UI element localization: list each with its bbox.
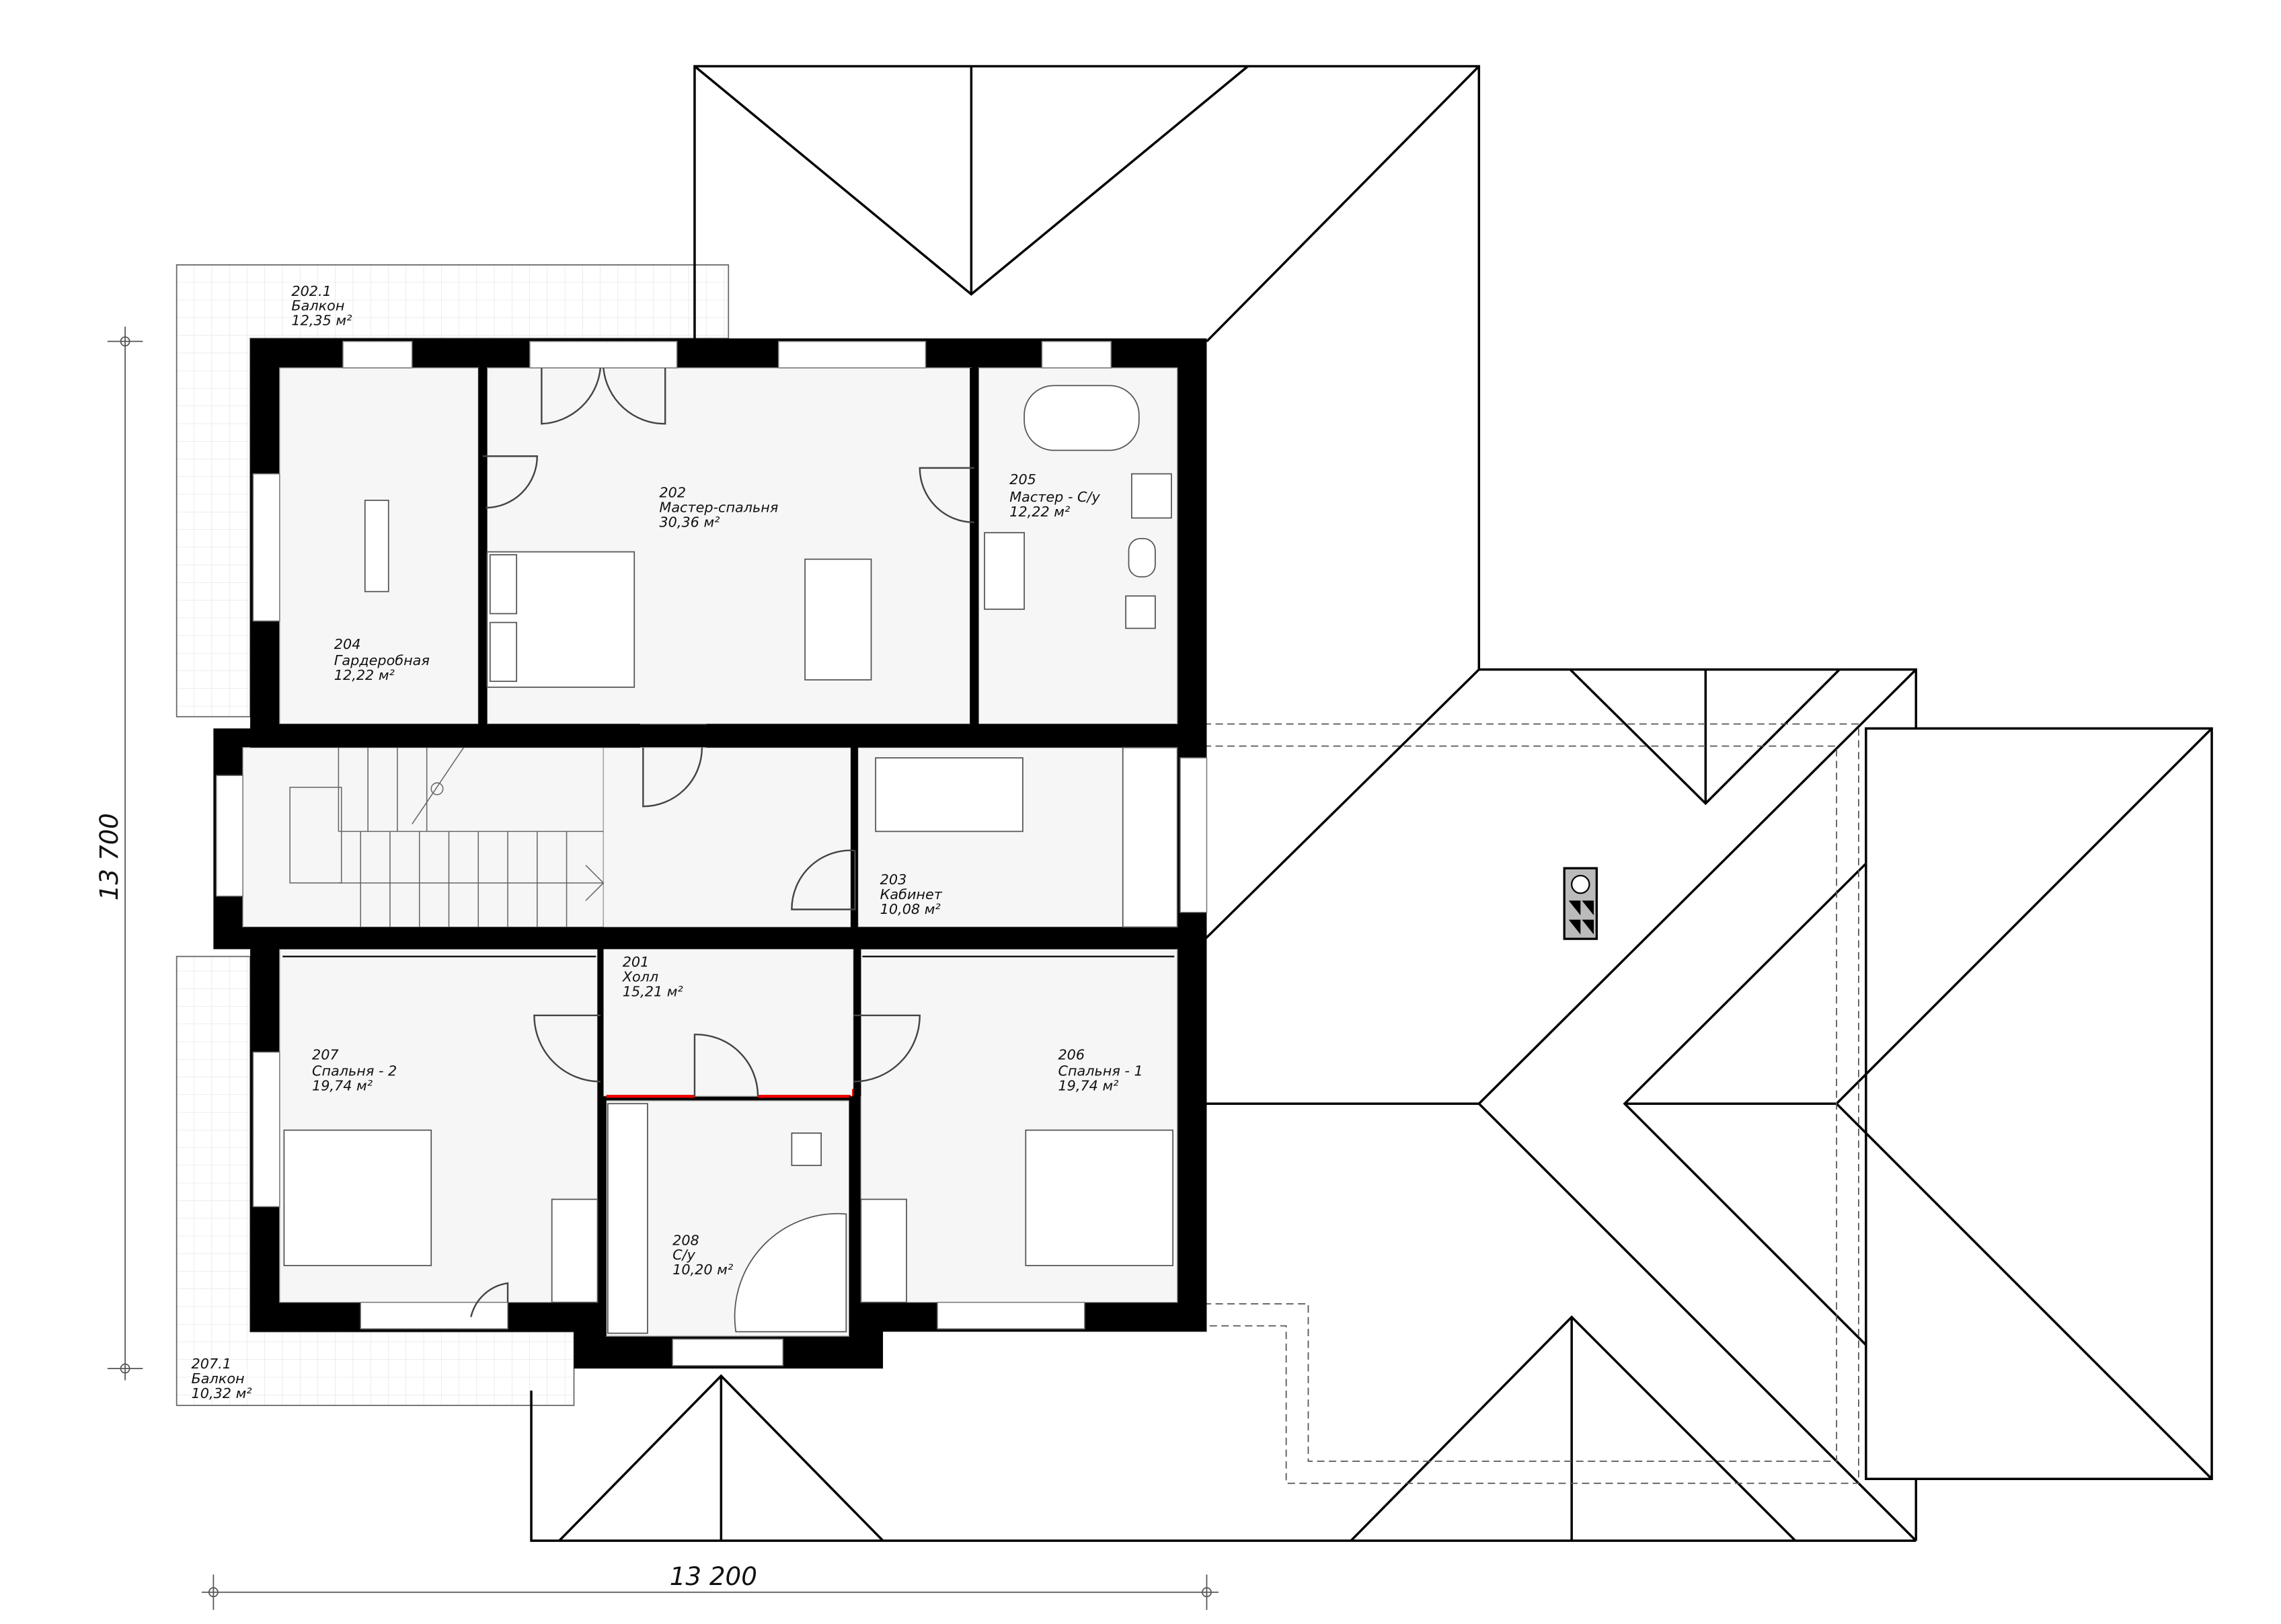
chimney-icon xyxy=(1563,867,1598,940)
windows xyxy=(215,340,1208,1366)
svg-text:Балкон: Балкон xyxy=(192,1370,245,1387)
staircase xyxy=(289,747,605,927)
room-label-205: 205 Мастер - С/у 12,22 м² xyxy=(1009,471,1100,520)
roof-right xyxy=(1202,668,2213,1542)
sofa-icon xyxy=(804,558,872,681)
roof-bottom xyxy=(530,1374,1917,1542)
svg-text:30,36 м²: 30,36 м² xyxy=(659,514,720,530)
bed-icon xyxy=(283,1129,432,1266)
room-label-202: 202 Мастер-спальня 30,36 м² xyxy=(659,485,778,531)
island-icon xyxy=(364,500,389,592)
corner-bath-icon xyxy=(734,1212,847,1333)
room-label-208: 208 С/у 10,20 м² xyxy=(672,1232,733,1278)
svg-text:Мастер-спальня: Мастер-спальня xyxy=(659,500,778,516)
svg-text:19,74 м²: 19,74 м² xyxy=(1058,1078,1118,1094)
svg-text:206: 206 xyxy=(1058,1047,1085,1063)
vanity-icon xyxy=(984,532,1026,610)
svg-text:12,22 м²: 12,22 м² xyxy=(334,667,395,683)
svg-text:Гардеробная: Гардеробная xyxy=(334,652,430,668)
room-label-204: 204 Гардеробная 12,22 м² xyxy=(334,636,430,683)
desk-icon xyxy=(551,1198,598,1303)
svg-text:Кабинет: Кабинет xyxy=(880,886,943,902)
dimension-horizontal xyxy=(201,1574,1219,1610)
room-label-207: 207 Спальня - 2 19,74 м² xyxy=(312,1047,397,1094)
sofa-icon xyxy=(875,757,1023,833)
doors xyxy=(470,367,974,1317)
dimension-height-label: 13 700 xyxy=(94,813,124,900)
bed-icon xyxy=(1025,1129,1174,1266)
svg-text:202.1: 202.1 xyxy=(291,283,331,299)
svg-text:208: 208 xyxy=(672,1232,699,1248)
toilet-icon xyxy=(791,1132,822,1167)
svg-text:202: 202 xyxy=(659,485,686,501)
room-label-201: 201 Холл 15,21 м² xyxy=(622,954,683,1000)
svg-text:201: 201 xyxy=(623,954,650,970)
svg-text:207: 207 xyxy=(312,1047,339,1063)
svg-text:203: 203 xyxy=(880,872,907,888)
bidet-icon xyxy=(1125,595,1156,629)
svg-text:Спальня - 2: Спальня - 2 xyxy=(312,1063,397,1079)
bathtub-icon xyxy=(1023,385,1140,451)
svg-text:10,32 м²: 10,32 м² xyxy=(192,1385,252,1401)
stair-floor xyxy=(242,746,604,928)
partitions xyxy=(243,368,1177,1336)
roof-top xyxy=(693,65,1481,670)
dimension-width-label: 13 200 xyxy=(670,1561,757,1591)
svg-text:15,21 м²: 15,21 м² xyxy=(623,983,683,999)
room-label-203: 203 Кабинет 10,08 м² xyxy=(880,872,943,917)
dimension-vertical xyxy=(107,326,143,1381)
room-label-202-1: 202.1 Балкон 12,35 м² xyxy=(291,283,352,329)
svg-text:Спальня - 1: Спальня - 1 xyxy=(1058,1063,1143,1079)
svg-text:205: 205 xyxy=(1009,471,1036,488)
desk-icon xyxy=(860,1198,907,1303)
shower-icon xyxy=(1130,473,1172,519)
svg-text:10,08 м²: 10,08 м² xyxy=(880,901,941,917)
svg-text:Холл: Холл xyxy=(622,969,658,985)
svg-text:12,22 м²: 12,22 м² xyxy=(1009,504,1070,520)
furniture xyxy=(282,385,1178,1334)
roof-overhang-dashed xyxy=(1204,723,1859,1484)
svg-text:Мастер - С/у: Мастер - С/у xyxy=(1009,489,1100,505)
room-label-206: 206 Спальня - 1 19,74 м² xyxy=(1058,1047,1143,1094)
room-label-207-1: 207.1 Балкон 10,32 м² xyxy=(192,1356,252,1401)
toilet-icon xyxy=(1128,538,1156,578)
svg-text:С/у: С/у xyxy=(672,1247,695,1263)
svg-text:207.1: 207.1 xyxy=(192,1356,231,1372)
svg-text:Балкон: Балкон xyxy=(291,298,344,314)
svg-text:12,35 м²: 12,35 м² xyxy=(291,313,352,329)
svg-text:10,20 м²: 10,20 м² xyxy=(672,1262,733,1278)
svg-text:19,74 м²: 19,74 м² xyxy=(312,1078,373,1094)
svg-text:204: 204 xyxy=(334,636,361,652)
